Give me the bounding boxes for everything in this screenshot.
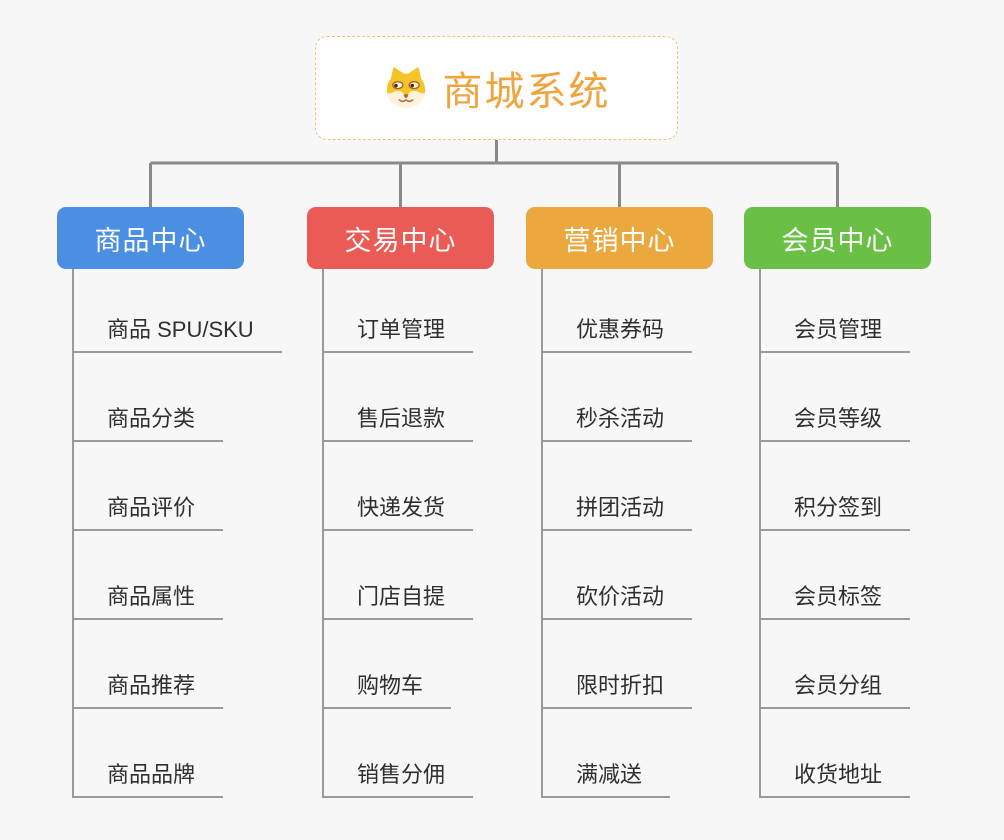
leaf-node[interactable]: 销售分佣: [323, 748, 474, 798]
branch-trade-center: 交易中心 订单管理 售后退款 快递发货 门店自提 购物车 销售分佣: [307, 207, 567, 807]
leaf-node[interactable]: 商品评价: [73, 481, 224, 531]
leaf-node[interactable]: 会员分组: [760, 659, 911, 709]
leaf-node[interactable]: 拼团活动: [542, 481, 693, 531]
leaf-node[interactable]: 售后退款: [323, 392, 474, 442]
leaf-node[interactable]: 订单管理: [323, 303, 474, 353]
branch-node-product[interactable]: 商品中心: [57, 207, 244, 269]
leaf-node[interactable]: 商品推荐: [73, 659, 224, 709]
branch-leaf-connector: [72, 269, 74, 798]
leaf-node[interactable]: 商品属性: [73, 570, 224, 620]
branch-marketing-center: 营销中心 优惠券码 秒杀活动 拼团活动 砍价活动 限时折扣 满减送: [526, 207, 786, 807]
leaf-node[interactable]: 收货地址: [760, 748, 911, 798]
leaf-node[interactable]: 积分签到: [760, 481, 911, 531]
leaf-node[interactable]: 砍价活动: [542, 570, 693, 620]
branch-leaf-connector: [541, 269, 543, 798]
leaf-node[interactable]: 秒杀活动: [542, 392, 693, 442]
leaf-node[interactable]: 会员标签: [760, 570, 911, 620]
branch-node-marketing[interactable]: 营销中心: [526, 207, 713, 269]
branch-member-center: 会员中心 会员管理 会员等级 积分签到 会员标签 会员分组 收货地址: [744, 207, 1004, 807]
leaf-node[interactable]: 门店自提: [323, 570, 474, 620]
leaf-node[interactable]: 商品品牌: [73, 748, 224, 798]
branch-leaf-connector: [322, 269, 324, 798]
leaf-node[interactable]: 商品分类: [73, 392, 224, 442]
dog-face-icon: [386, 66, 425, 109]
leaf-node[interactable]: 会员管理: [760, 303, 911, 353]
leaf-node[interactable]: 满减送: [542, 748, 671, 798]
branch-node-trade[interactable]: 交易中心: [307, 207, 494, 269]
leaf-node[interactable]: 快递发货: [323, 481, 474, 531]
branch-node-member[interactable]: 会员中心: [744, 207, 931, 269]
leaf-node[interactable]: 优惠券码: [542, 303, 693, 353]
branch-leaf-connector: [759, 269, 761, 798]
root-node-label: 商城系统: [442, 70, 611, 114]
branch-product-center: 商品中心 商品 SPU/SKU 商品分类 商品评价 商品属性 商品推荐 商品品牌: [57, 207, 317, 807]
leaf-node[interactable]: 商品 SPU/SKU: [73, 303, 282, 353]
leaf-node[interactable]: 限时折扣: [542, 659, 693, 709]
leaf-node[interactable]: 购物车: [323, 659, 452, 709]
root-node[interactable]: 商城系统: [315, 36, 678, 140]
leaf-node[interactable]: 会员等级: [760, 392, 911, 442]
